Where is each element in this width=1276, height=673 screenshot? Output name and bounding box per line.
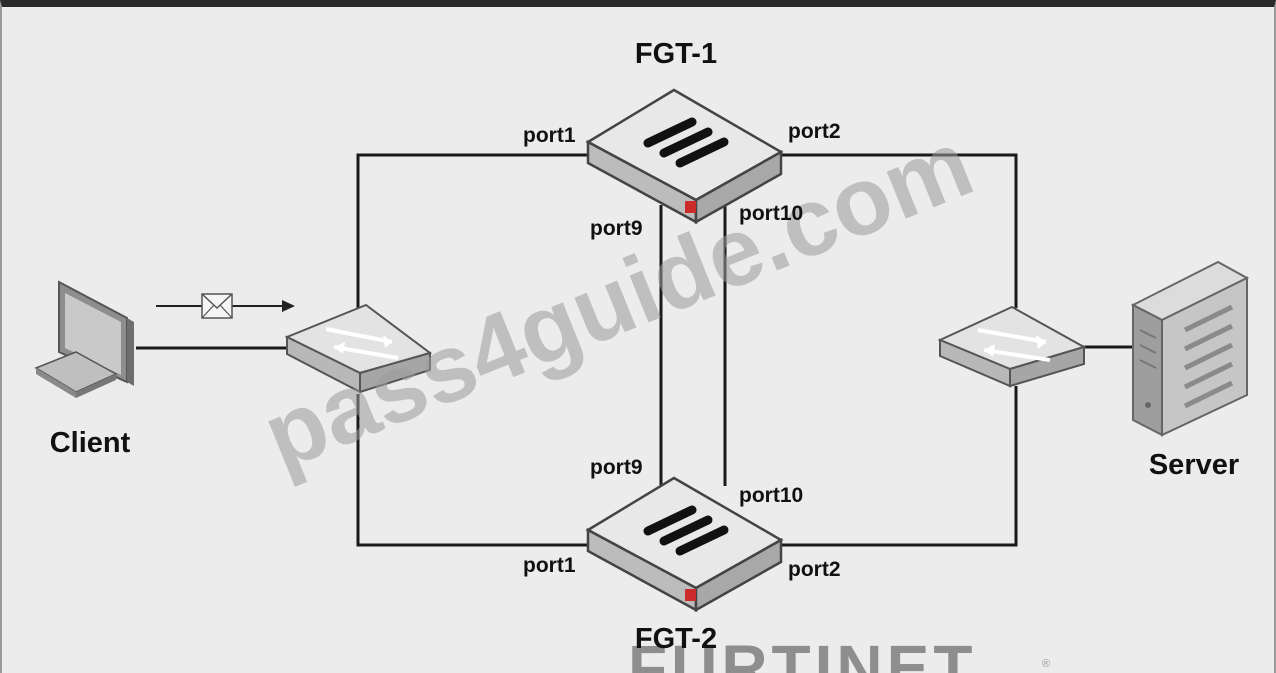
link-fgt2-port2-rswitch bbox=[780, 386, 1018, 547]
fgt2-device bbox=[585, 476, 784, 613]
link-lswitch-fgt1-port1 bbox=[356, 153, 592, 308]
fgt2-port10-label: port10 bbox=[739, 484, 803, 507]
fgt1-status-led bbox=[685, 201, 696, 213]
fgt1-port2-label: port2 bbox=[788, 120, 841, 143]
client-computer-icon bbox=[34, 280, 134, 398]
server-label: Server bbox=[1149, 449, 1239, 481]
fgt2-port2-label: port2 bbox=[788, 558, 841, 581]
brand-registered-mark: ® bbox=[1042, 658, 1050, 670]
fgt2-status-led bbox=[685, 589, 696, 601]
left-switch bbox=[284, 303, 433, 394]
fgt1-port9-label: port9 bbox=[590, 217, 643, 240]
connections bbox=[136, 153, 1140, 547]
link-fgt1-port2-rswitch bbox=[780, 153, 1018, 308]
server-tower-icon bbox=[1130, 260, 1250, 437]
fgt2-label: FGT-2 bbox=[635, 623, 717, 655]
fgt1-port10-label: port10 bbox=[739, 202, 803, 225]
right-switch bbox=[937, 305, 1087, 388]
message-flow-arrow bbox=[156, 293, 295, 319]
link-lswitch-fgt2-port1 bbox=[356, 394, 592, 547]
fgt2-port1-label: port1 bbox=[523, 554, 576, 577]
fgt1-port1-label: port1 bbox=[523, 124, 576, 147]
fgt1-label: FGT-1 bbox=[635, 38, 717, 70]
client-label: Client bbox=[50, 427, 131, 459]
fgt2-port9-label: port9 bbox=[590, 456, 643, 479]
brand-logo: FURTINET bbox=[628, 632, 976, 673]
fgt1-device bbox=[585, 88, 784, 225]
envelope-icon bbox=[201, 293, 233, 319]
